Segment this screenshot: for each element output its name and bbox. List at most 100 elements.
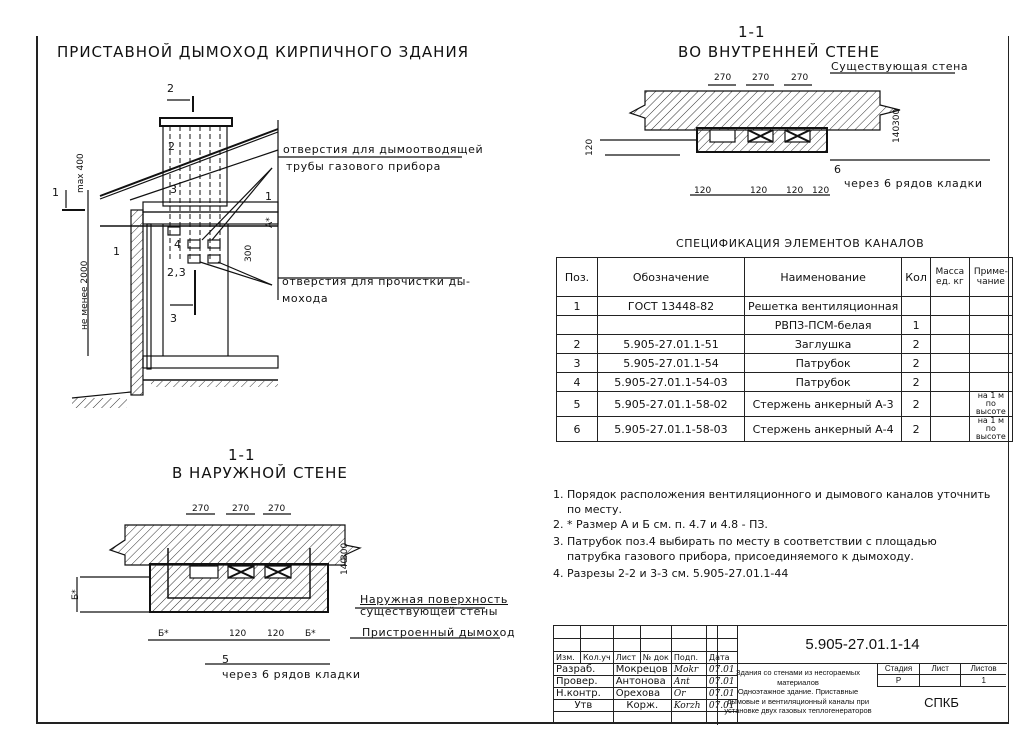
inner-dim-bottom-1: 120: [694, 186, 712, 196]
signature: Mokr: [670, 663, 707, 676]
doc-code-cell: 5.905-27.01.1-14: [717, 625, 1007, 664]
cell-note: [968, 315, 1013, 335]
inner-dim-bottom-2: 120: [750, 186, 768, 196]
stage-table: Стадия Лист Листов Р 1: [876, 663, 1006, 687]
table-row: 2 5.905-27.01.1-51 Заглушка 2: [556, 334, 1013, 354]
cell-designation: 5.905-27.01.1-58-02: [597, 391, 745, 417]
col-note: Приме-чание: [968, 257, 1013, 297]
signer-name: Корж.: [612, 699, 672, 712]
signer-name: Мокрецов: [612, 663, 672, 676]
dim-max-400: max 400: [76, 153, 86, 193]
outer-dim-b: Б*: [71, 589, 81, 600]
section-mark-1-left: 1: [52, 186, 60, 199]
signer-role: Утв: [553, 699, 614, 712]
note-1-line-2: по месту.: [567, 503, 622, 516]
note-4-line-1: 4. Разрезы 2-2 и 3-3 см. 5.905-27.01.1-4…: [553, 567, 789, 580]
signature: Korzh: [670, 699, 707, 712]
description-line: материалов: [777, 677, 819, 687]
stage-label: Стадия: [876, 663, 921, 675]
outer-dim-140: 140: [340, 557, 350, 575]
cell-mass: [929, 416, 970, 442]
cell-pos: 1: [556, 296, 598, 316]
cell-note: на 1 м по высоте: [968, 391, 1013, 417]
cell-mass: [929, 391, 970, 417]
hdr-doc-no: № док: [639, 651, 672, 664]
cell-mass: [929, 315, 970, 335]
cell-qty: 2: [901, 416, 931, 442]
dim-300: 300: [244, 244, 254, 262]
hdr-sign: Подп.: [670, 651, 707, 664]
signer-name: Орехова: [612, 687, 672, 700]
signer-row: Разраб. Мокрецов Mokr 07.01: [553, 663, 738, 676]
spec-title: СПЕЦИФИКАЦИЯ ЭЛЕМЕНТОВ КАНАЛОВ: [676, 237, 925, 250]
cell-note: [968, 353, 1013, 373]
cell-qty: [901, 296, 931, 316]
callout-2-3: 2,3: [167, 266, 187, 279]
cell-note: [968, 334, 1013, 354]
cell-pos: 4: [556, 372, 598, 392]
cell-qty: 2: [901, 372, 931, 392]
sheet-label: Лист: [919, 663, 962, 675]
inner-callout-6: 6: [834, 163, 842, 176]
inner-dim-140: 140: [892, 125, 902, 143]
title-block: Изм. Кол.уч Лист № док Подп. Дата Разраб…: [553, 625, 1007, 725]
section-outer-title: В НАРУЖНОЙ СТЕНЕ: [172, 464, 348, 482]
cell-name: Патрубок: [743, 353, 903, 373]
cell-designation: ГОСТ 13448-82: [597, 296, 745, 316]
table-row: 5 5.905-27.01.1-58-02 Стержень анкерный …: [556, 391, 1013, 417]
section-inner-title: ВО ВНУТРЕННЕЙ СТЕНЕ: [678, 43, 881, 61]
col-qty: Кол: [901, 257, 931, 297]
cell-name: Заглушка: [743, 334, 903, 354]
inner-callout-note: через 6 рядов кладки: [844, 177, 983, 190]
note-1: 1. Порядок расположения вентиляционного …: [553, 488, 993, 517]
section-outer-number: 1-1: [228, 446, 256, 464]
col-designation: Обозначение: [597, 257, 745, 297]
signer-role: Разраб.: [553, 663, 614, 676]
note-4: 4. Разрезы 2-2 и 3-3 см. 5.905-27.01.1-4…: [553, 567, 993, 581]
signer-row: Утв Корж. Korzh 07.01: [553, 699, 738, 712]
revision-table: Изм. Кол.уч Лист № док Подп. Дата Разраб…: [553, 625, 738, 724]
signer-role: Провер.: [553, 675, 614, 688]
note-3-line-1: 3. Патрубок поз.4 выбирать по месту в со…: [553, 535, 937, 548]
cell-designation: 5.905-27.01.1-51: [597, 334, 745, 354]
description-cell: Здания со стенами из несгораемых материа…: [717, 663, 878, 725]
stage-value: Р: [876, 674, 921, 687]
spec-table: Поз. Обозначение Наименование Кол Масса …: [556, 257, 1013, 442]
cell-mass: [929, 372, 970, 392]
outer-dim-top-1: 270: [192, 504, 210, 514]
doc-code: 5.905-27.01.1-14: [805, 635, 920, 653]
inner-dim-120: 120: [585, 138, 595, 156]
outer-dim-300: 300: [340, 542, 350, 560]
cell-name: Решетка вентиляционная: [743, 296, 903, 316]
cell-pos: 3: [556, 353, 598, 373]
outer-dim-bottom-2: 120: [229, 629, 247, 639]
sheet-value: [919, 674, 962, 687]
outer-dim-bottom-3: 120: [267, 629, 285, 639]
section-inner-number: 1-1: [738, 23, 766, 41]
outer-callout-note: через 6 рядов кладки: [222, 668, 361, 681]
signer-role: Н.контр.: [553, 687, 614, 700]
description-line: Здания со стенами из несгораемых: [736, 668, 860, 677]
description-line: дымовые и вентиляционный каналы при: [726, 696, 870, 706]
inner-dim-bottom-4: 120: [812, 186, 830, 196]
inner-dim-top-3: 270: [791, 73, 809, 83]
section-mark-2: 2: [167, 82, 175, 95]
leader-cleanout-1: отверстия для прочистки ды-: [282, 275, 471, 288]
inner-dim-top-2: 270: [752, 73, 770, 83]
table-row: 6 5.905-27.01.1-58-03 Стержень анкерный …: [556, 416, 1013, 442]
outer-dim-top-2: 270: [232, 504, 250, 514]
callout-1: 1: [113, 245, 121, 258]
section-mark-3: 3: [170, 312, 178, 325]
cell-qty: 2: [901, 353, 931, 373]
note-1-line-1: 1. Порядок расположения вентиляционного …: [553, 488, 991, 501]
section-inner-wall: [600, 72, 990, 196]
leader-flue-openings-1: отверстия для дымоотводящей: [283, 143, 484, 156]
existing-wall-label: Существующая стена: [831, 60, 969, 73]
outer-chimney-label: Пристроенный дымоход: [362, 626, 516, 639]
hdr-kol-uch: Кол.уч: [580, 651, 614, 664]
cell-pos: 6: [556, 416, 598, 442]
cell-name: РВПЗ-ПСМ-белая: [743, 315, 903, 335]
signer-row: Н.контр. Орехова Or 07.01: [553, 687, 738, 700]
outer-dim-top-3: 270: [268, 504, 286, 514]
chimney-elevation: [62, 96, 462, 408]
